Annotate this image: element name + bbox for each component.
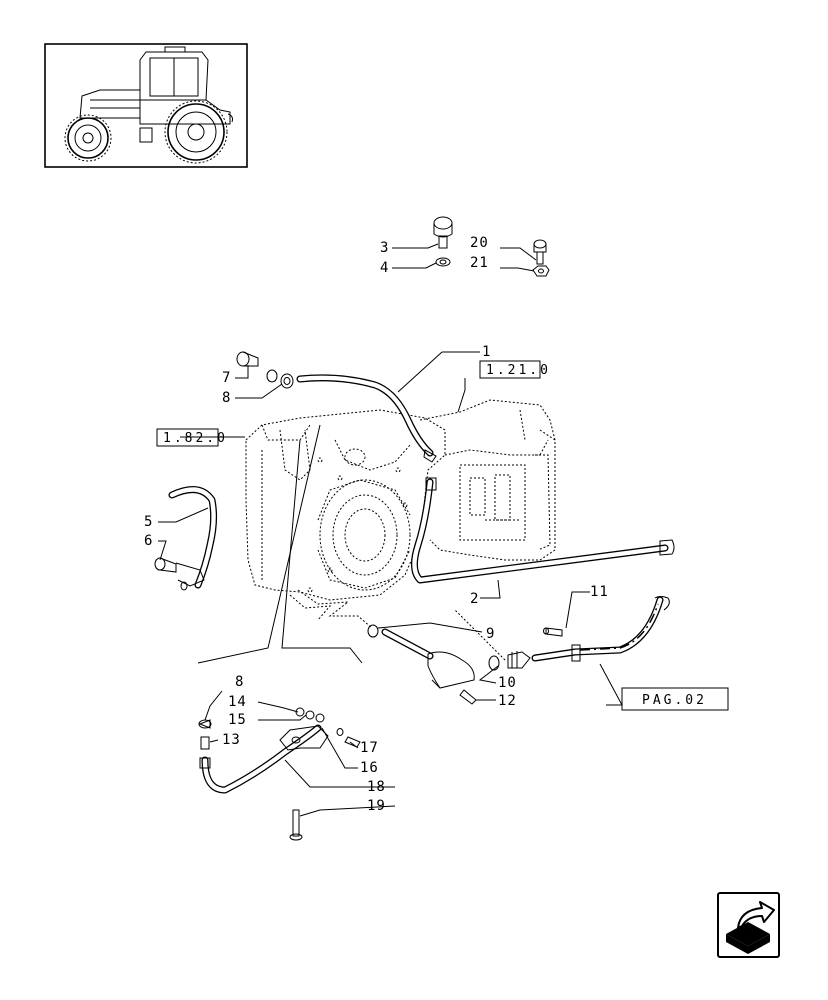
callout-14: 14 [228,694,247,710]
callout-13: 13 [222,732,241,748]
callout-8-top: 8 [222,390,231,406]
callout-5: 5 [144,514,153,530]
callout-3: 3 [380,240,389,256]
callout-10: 10 [498,675,517,691]
callout-19: 19 [367,798,386,814]
tractor-icon [64,46,233,164]
callout-1: 1 [482,344,491,360]
next-page-button[interactable] [717,892,780,958]
callout-4: 4 [380,260,389,276]
bolt-20 [533,239,547,265]
callout-11: 11 [590,584,609,600]
callout-15: 15 [228,712,247,728]
tractor-thumbnail [44,43,248,168]
banjo-bolt-7 [236,351,259,367]
o-ring-9 [367,624,379,638]
washer-4 [435,257,451,267]
strainer-fitting [381,628,500,689]
leader-lines [158,243,623,817]
bracket-6 [154,557,205,591]
callout-16: 16 [360,760,379,776]
callout-21: 21 [470,255,489,271]
detail-assembly [198,707,361,841]
callout-18: 18 [367,779,386,795]
ref-box-1-82-0[interactable]: 1.82.0 [156,428,228,447]
callout-12: 12 [498,693,517,709]
ref-box-pag-02[interactable]: PAG.02 [621,687,729,711]
pipe-2 [411,477,675,584]
next-page-arrow-icon [726,901,775,954]
gearbox-housing [245,399,556,601]
callout-6: 6 [144,533,153,549]
pipe-1 [296,374,437,463]
callout-17: 17 [360,740,379,756]
ref-box-1-21-0[interactable]: 1.21.0 [479,360,551,379]
callout-8-detail: 8 [235,674,244,690]
nut-21 [532,265,550,277]
pipe-5 [168,486,218,589]
bolt-11 [543,627,563,637]
bolt-3 [433,216,453,249]
hose-11 [531,596,670,662]
bolt-12 [459,689,477,705]
ref-label-pag-02[interactable]: PAG.02 [642,693,707,708]
pressure-sender-10 [507,651,531,669]
callout-numbers: 1 2 3 4 5 6 7 8 8 9 10 11 12 13 14 15 16… [144,235,609,814]
ref-label-1-21-0[interactable]: 1.21.0 [486,363,551,378]
ref-label-1-82-0[interactable]: 1.82.0 [163,431,228,446]
callout-20: 20 [470,235,489,251]
callout-2: 2 [470,591,479,607]
callout-9: 9 [486,626,495,642]
callout-7: 7 [222,370,231,386]
washers-8 [266,369,294,389]
